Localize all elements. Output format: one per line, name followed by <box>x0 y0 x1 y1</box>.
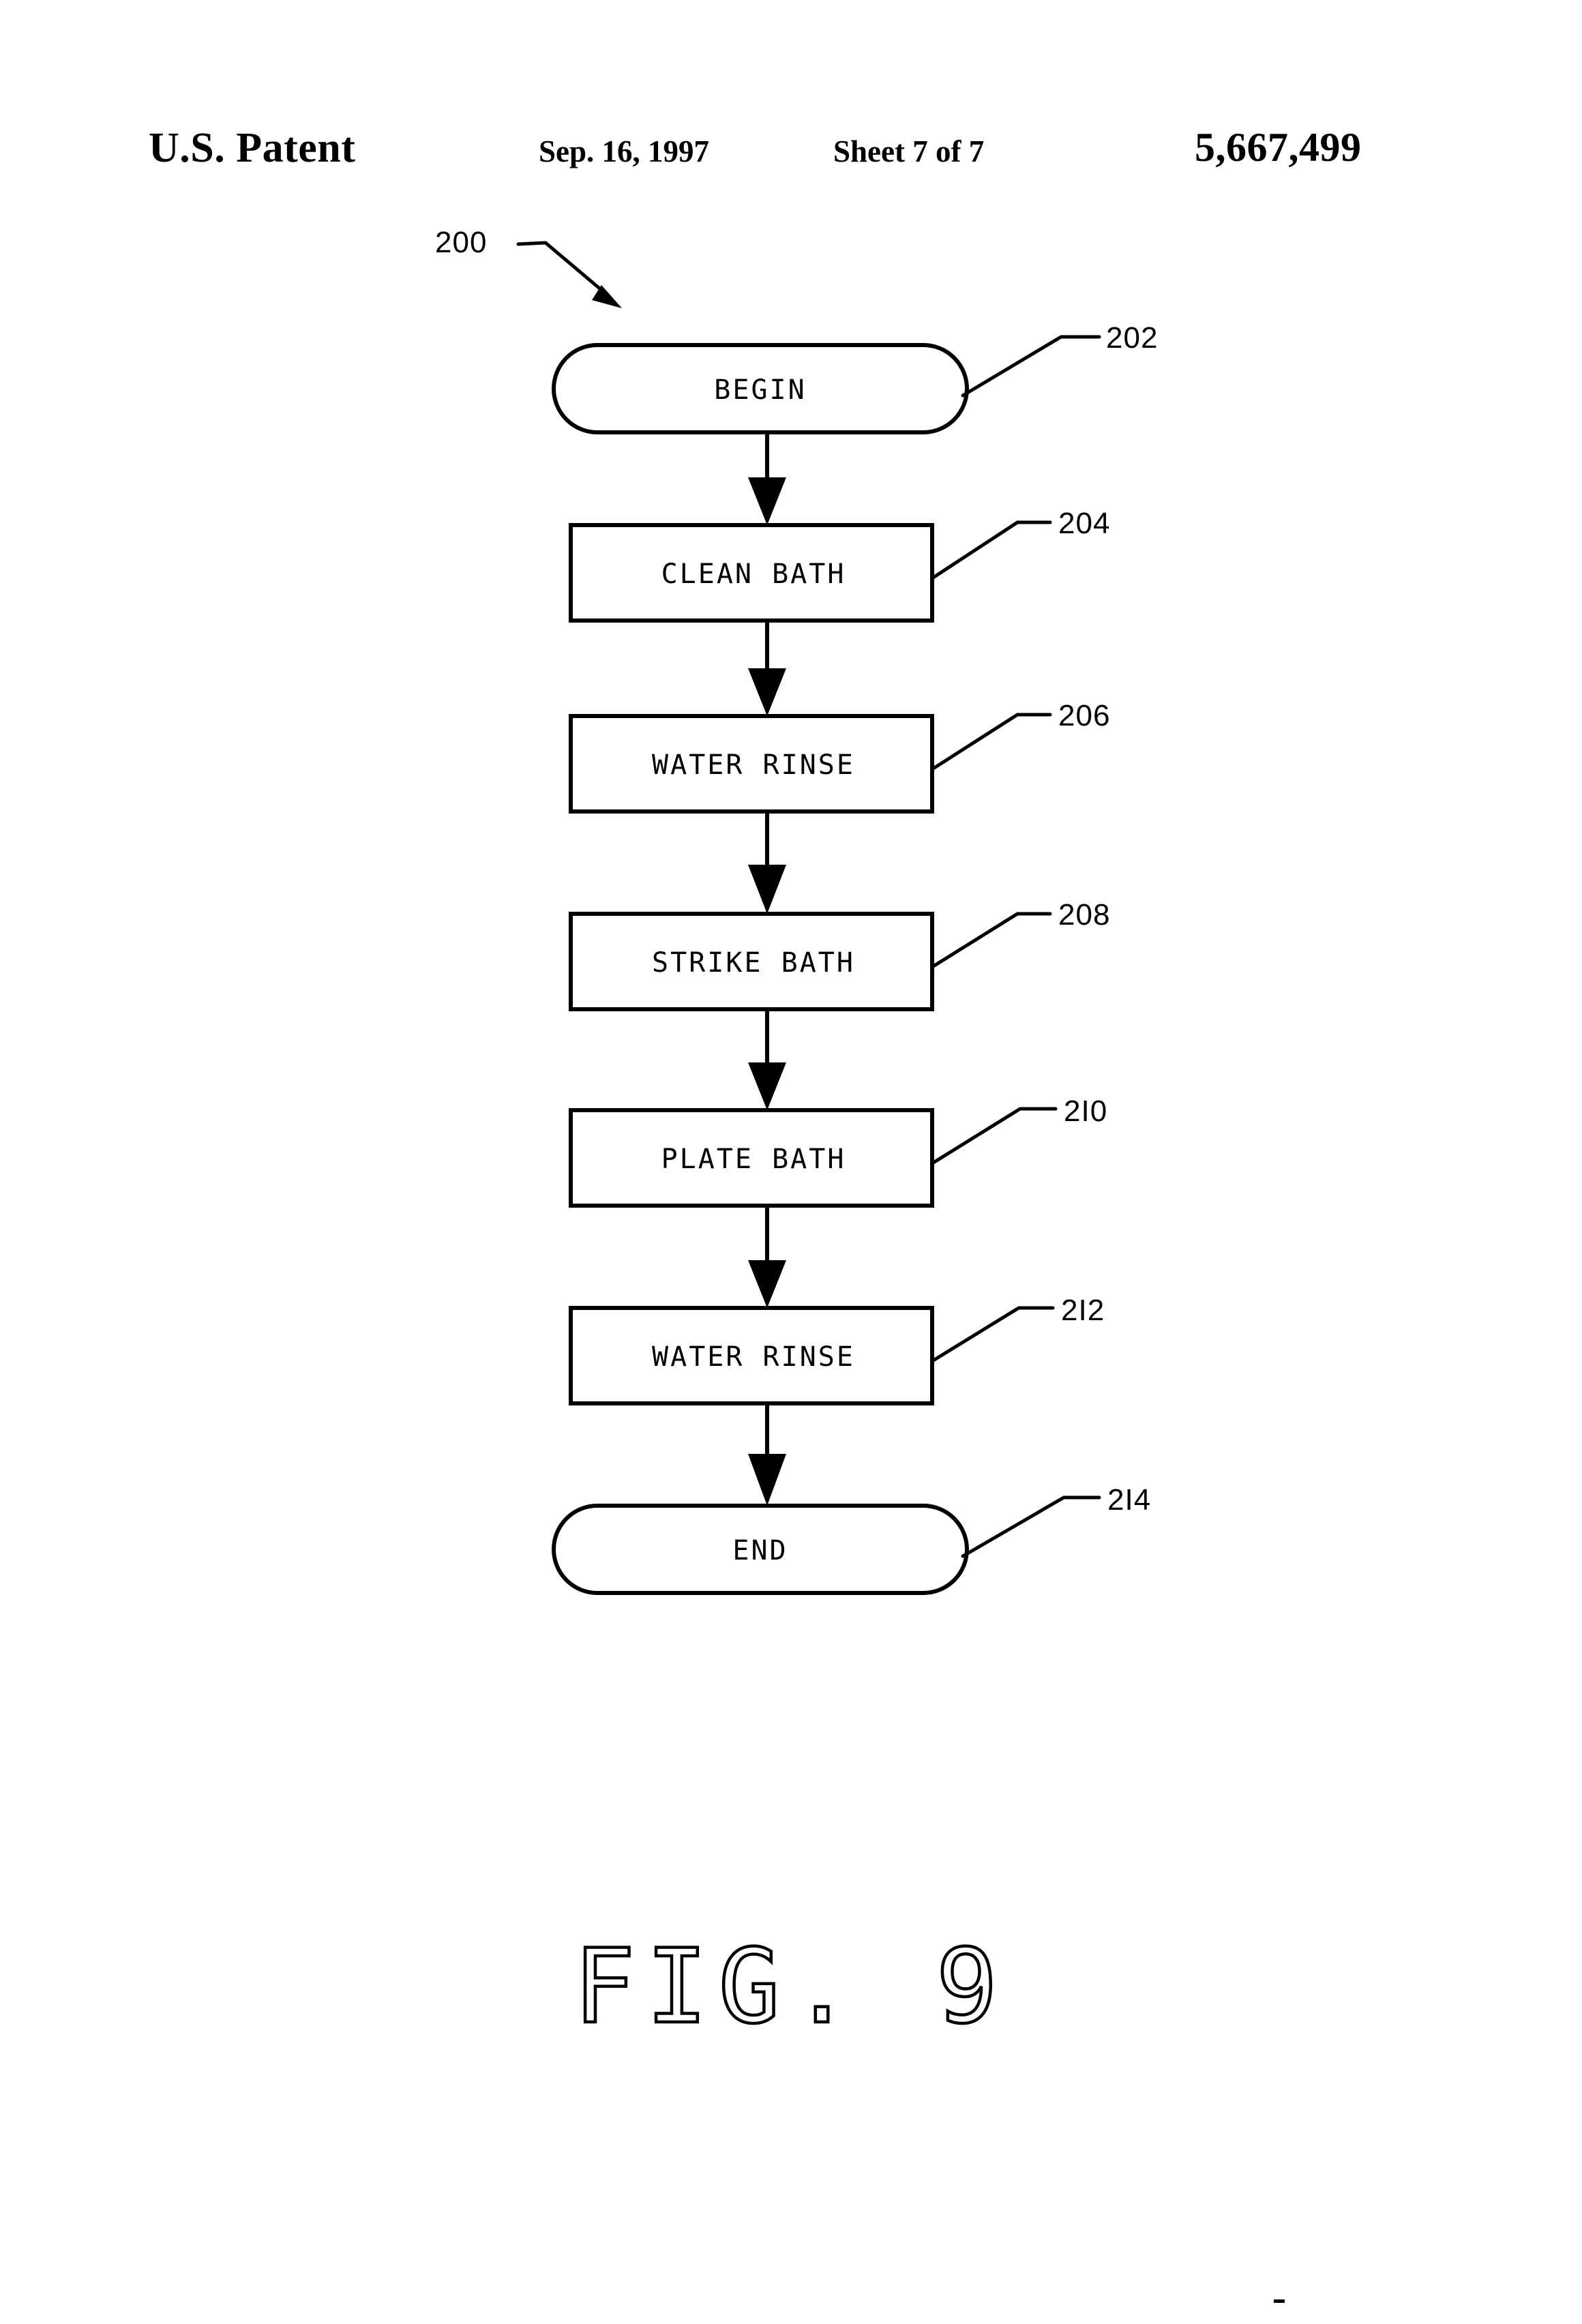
ref-202-label: 202 <box>1106 321 1158 355</box>
patent-header: U.S. Patent Sep. 16, 1997 Sheet 7 of 7 5… <box>0 124 1582 185</box>
ref-214-label: 2I4 <box>1107 1483 1151 1517</box>
ref-callout-204: 204 <box>930 507 1110 580</box>
ref-206-label: 206 <box>1058 699 1110 732</box>
patent-date: Sep. 16, 1997 <box>539 134 710 168</box>
water-rinse-1-box <box>569 714 934 814</box>
node-water-rinse-1[interactable]: WATER RINSE <box>569 714 934 814</box>
end-label: END <box>732 1535 788 1566</box>
water-rinse-2-label: WATER RINSE <box>652 1341 855 1373</box>
strike-bath-box <box>569 912 934 1011</box>
ref-callout-202: 202 <box>961 321 1158 398</box>
ref-callout-206: 206 <box>930 699 1110 771</box>
sheet-number: Sheet 7 of 7 <box>833 134 985 168</box>
patent-office-label: U.S. Patent <box>149 125 356 171</box>
end-terminator-shape <box>552 1504 969 1595</box>
begin-label: BEGIN <box>714 374 806 406</box>
diagram-ref-200-label: 200 <box>435 226 487 259</box>
ref-204-label: 204 <box>1058 507 1110 540</box>
node-clean-bath[interactable]: CLEAN BATH <box>569 523 934 623</box>
figure-caption: FIG. 9 <box>573 1928 1009 2046</box>
ref-212-label: 2I2 <box>1061 1294 1105 1327</box>
node-end[interactable]: END <box>552 1504 969 1595</box>
plate-bath-box <box>569 1108 934 1208</box>
edge-begin-to-clean-bath <box>748 432 786 525</box>
node-begin[interactable]: BEGIN <box>552 343 969 434</box>
edge-water-rinse-2-to-end <box>748 1403 786 1506</box>
node-water-rinse-2[interactable]: WATER RINSE <box>569 1306 934 1405</box>
plate-bath-label: PLATE BATH <box>661 1144 846 1175</box>
ref-callout-210: 2I0 <box>930 1094 1107 1165</box>
ref-208-label: 208 <box>1058 898 1110 932</box>
edge-plate-bath-to-water-rinse-2 <box>748 1206 786 1308</box>
edge-clean-bath-to-water-rinse-1 <box>748 621 786 716</box>
node-strike-bath[interactable]: STRIKE BATH <box>569 912 934 1011</box>
water-rinse-2-box <box>569 1306 934 1405</box>
clean-bath-box <box>569 523 934 623</box>
patent-number: 5,667,499 <box>1195 125 1362 170</box>
begin-terminator-shape <box>552 343 969 434</box>
edge-strike-bath-to-plate-bath <box>748 1009 786 1110</box>
ref-callout-208: 208 <box>930 898 1110 969</box>
edge-water-rinse-1-to-strike-bath <box>748 811 786 914</box>
strike-bath-label: STRIKE BATH <box>652 947 855 979</box>
ref-210-label: 2I0 <box>1064 1094 1107 1128</box>
node-plate-bath[interactable]: PLATE BATH <box>569 1108 934 1208</box>
diagram-ref-200: 200 <box>435 226 622 308</box>
water-rinse-1-label: WATER RINSE <box>652 749 855 781</box>
scan-artifact-mark <box>1274 2299 1285 2303</box>
ref-callout-212: 2I2 <box>930 1294 1105 1363</box>
ref-callout-214: 2I4 <box>961 1483 1151 1558</box>
clean-bath-label: CLEAN BATH <box>661 558 846 590</box>
